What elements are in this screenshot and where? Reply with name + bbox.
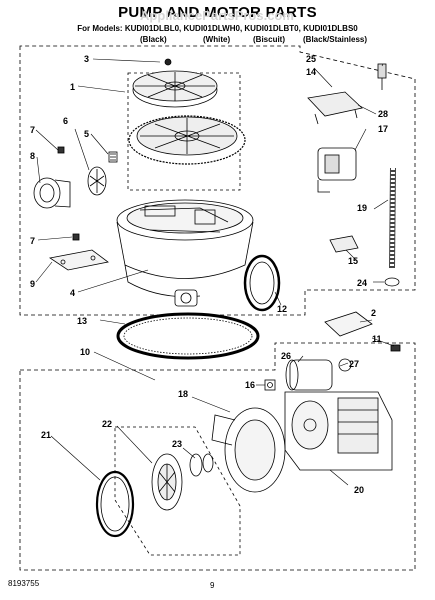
document-number: 8193755	[8, 579, 40, 588]
upper-assembly-box	[19, 45, 416, 316]
callout-15: 15	[348, 256, 358, 266]
callout-28: 28	[378, 109, 388, 119]
impeller-part-22	[151, 453, 183, 511]
motor-part-8	[33, 177, 71, 209]
cover-part-28	[307, 91, 363, 125]
callout-16: 16	[245, 380, 255, 390]
clip-part-5	[108, 151, 118, 163]
callout-19: 19	[357, 203, 367, 213]
callout-20: 20	[354, 485, 364, 495]
page-number: 9	[210, 581, 215, 590]
lower-assembly-box	[19, 342, 416, 571]
seal-part-23	[189, 453, 214, 477]
fan-part-6	[87, 166, 107, 196]
page-title: PUMP AND MOTOR PARTS	[118, 4, 317, 21]
models-line: For Models: KUDI01DLBL0, KUDI01DLWH0, KU…	[0, 24, 435, 33]
callout-26: 26	[281, 351, 291, 361]
callout-13: 13	[77, 316, 87, 326]
screw-part-3	[164, 58, 172, 66]
seal-ring-part-12	[243, 254, 281, 312]
callout-7a: 7	[30, 125, 35, 135]
callout-6: 6	[63, 116, 68, 126]
leader-lines	[35, 58, 395, 486]
models-prefix: For Models:	[77, 24, 123, 33]
sensor-housing-part-17	[317, 147, 357, 193]
color-black-stainless: (Black/Stainless)	[303, 35, 368, 44]
callout-14: 14	[306, 67, 316, 77]
screw-part-11	[390, 344, 401, 352]
clamp-part-24	[384, 277, 400, 287]
callout-9: 9	[30, 279, 35, 289]
callout-17: 17	[378, 124, 388, 134]
color-white: (White)	[203, 35, 231, 44]
callout-27: 27	[349, 359, 359, 369]
callout-3: 3	[84, 54, 89, 64]
watermark: AppliancePartsPros.com	[140, 8, 294, 23]
pump-motor-part-20	[284, 391, 393, 471]
callout-8: 8	[30, 151, 35, 161]
callout-4: 4	[70, 288, 75, 298]
callout-22: 22	[102, 419, 112, 429]
screw-part-7-upper	[57, 146, 65, 154]
callout-12: 12	[277, 304, 287, 314]
connector-part-25	[377, 63, 387, 90]
callout-24: 24	[357, 278, 367, 288]
filter-disc-part-1	[132, 70, 218, 108]
color-biscuit: (Biscuit)	[253, 35, 285, 44]
callout-25: 25	[306, 54, 316, 64]
bracket-part-9	[48, 249, 109, 271]
callout-2: 2	[371, 308, 376, 318]
gasket-part-13	[116, 312, 260, 360]
pump-housing-part-18	[211, 407, 286, 493]
plate-part-2	[324, 311, 373, 337]
chopper-plate	[128, 115, 246, 165]
sump-housing-part-4	[116, 199, 254, 307]
drive-motor-part-26	[285, 359, 333, 391]
callout-23: 23	[172, 439, 182, 449]
screw-part-7-lower	[72, 233, 80, 241]
nut-part-16	[264, 379, 276, 391]
callout-5: 5	[84, 129, 89, 139]
impeller-sub-box	[114, 426, 241, 556]
callout-1: 1	[70, 82, 75, 92]
callout-18: 18	[178, 389, 188, 399]
callout-11: 11	[372, 334, 382, 344]
callout-21: 21	[41, 430, 51, 440]
callout-7b: 7	[30, 236, 35, 246]
callout-10: 10	[80, 347, 90, 357]
models-list: KUDI01DLBL0, KUDI01DLWH0, KUDI01DLBT0, K…	[124, 24, 358, 33]
hose-part-19	[389, 167, 396, 269]
o-ring-part-27	[338, 358, 352, 372]
o-ring-part-21	[95, 470, 135, 538]
color-black: (Black)	[140, 35, 167, 44]
clip-part-15	[329, 235, 359, 253]
